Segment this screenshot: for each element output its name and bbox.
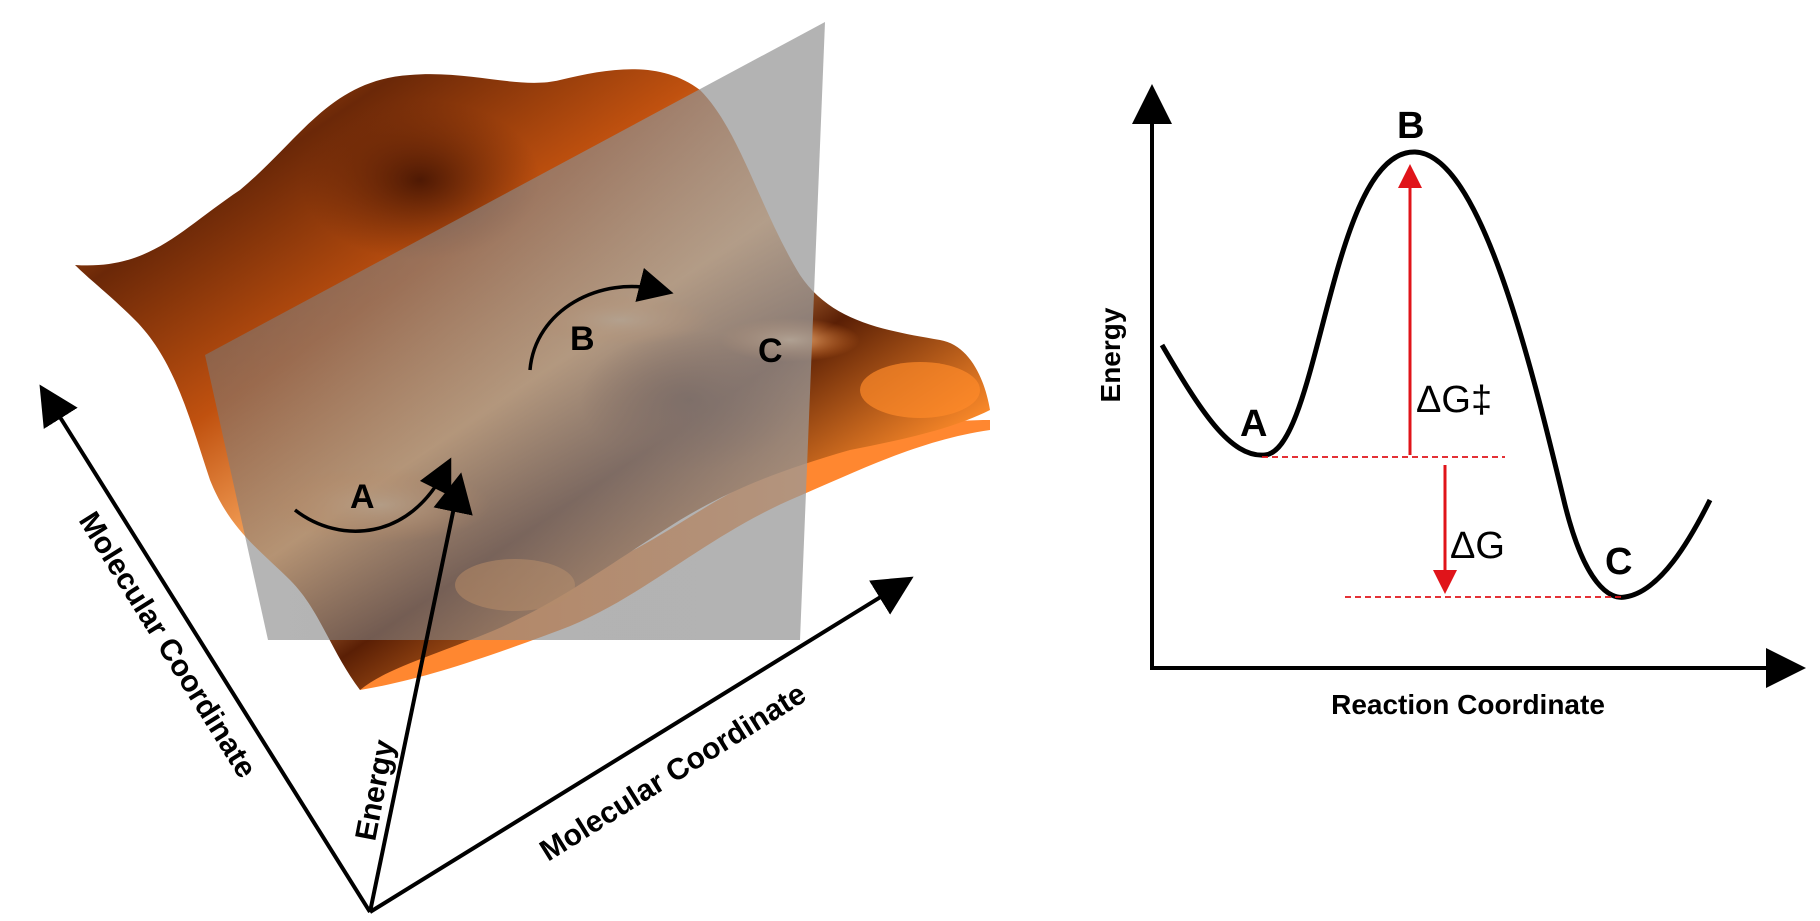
- profile-state-a: A: [1240, 403, 1267, 445]
- activation-energy-label: ΔG‡: [1416, 379, 1492, 421]
- axis-energy-3d: [368, 472, 473, 913]
- axis-label-molecular-coordinate-1: Molecular Coordinate: [72, 506, 263, 784]
- reaction-coordinate-diagram: Energy Reaction Coordinate ΔG‡ ΔG A B C: [1095, 84, 1806, 720]
- reaction-path-plane: [205, 22, 825, 640]
- surface-state-c: C: [758, 332, 783, 370]
- axis-molecular-coordinate-2: [368, 576, 914, 914]
- energy-profile-curve: [1159, 149, 1713, 600]
- free-energy-label: ΔG: [1450, 525, 1505, 567]
- profile-axis-label-energy: Energy: [1095, 307, 1126, 402]
- surface-state-a: A: [350, 478, 375, 516]
- path-arrow-b: [528, 267, 674, 371]
- surface-bright-spot: [860, 362, 980, 418]
- profile-state-b: B: [1397, 105, 1424, 147]
- profile-axis-label-reaction: Reaction Coordinate: [1331, 689, 1605, 720]
- axis-molecular-coordinate-1: [39, 384, 372, 914]
- surface-state-b: B: [570, 320, 595, 358]
- axis-label-molecular-coordinate-2: Molecular Coordinate: [534, 677, 812, 868]
- path-arrow-a: [293, 457, 452, 533]
- profile-state-c: C: [1605, 541, 1632, 583]
- energy-surface-plot: A B C Molecular Coordinate Energy Molecu…: [39, 22, 990, 914]
